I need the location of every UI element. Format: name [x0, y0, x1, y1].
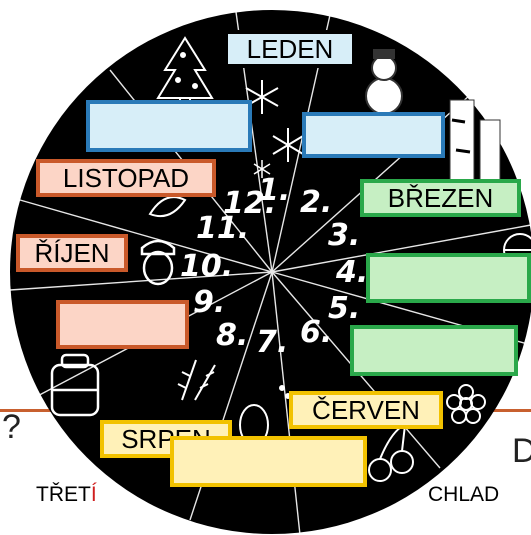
answer-box-may[interactable]: [350, 325, 518, 376]
bottom-text-left-prefix: TŘET: [36, 483, 91, 506]
answer-box-april[interactable]: [366, 253, 531, 303]
month-number-7: 7.: [256, 325, 288, 360]
month-number-4: 4.: [335, 255, 368, 290]
month-number-9: 9.: [193, 285, 225, 320]
month-label-november: LISTOPAD: [36, 159, 216, 197]
month-label-march: BŘEZEN: [360, 179, 521, 217]
month-label-january: LEDEN: [224, 30, 356, 68]
month-number-5: 5.: [328, 291, 360, 326]
month-number-6: 6.: [300, 315, 332, 350]
answer-box-september[interactable]: [56, 300, 189, 349]
month-number-10: 10.: [180, 249, 233, 284]
month-label-june: ČERVEN: [289, 391, 443, 429]
month-number-3: 3.: [328, 218, 360, 253]
month-label-october: ŘÍJEN: [16, 234, 128, 272]
bottom-text-left-accent: Í: [91, 483, 97, 506]
answer-box-december[interactable]: [86, 100, 252, 152]
month-number-12: 12.: [223, 186, 276, 221]
month-number-2: 2.: [300, 185, 332, 220]
bottom-text-left: TŘETÍ: [36, 483, 97, 507]
bottom-text-right: CHLAD: [428, 483, 499, 507]
month-number-8: 8.: [216, 318, 248, 353]
answer-box-february[interactable]: [302, 112, 445, 158]
answer-box-july[interactable]: [170, 436, 367, 487]
